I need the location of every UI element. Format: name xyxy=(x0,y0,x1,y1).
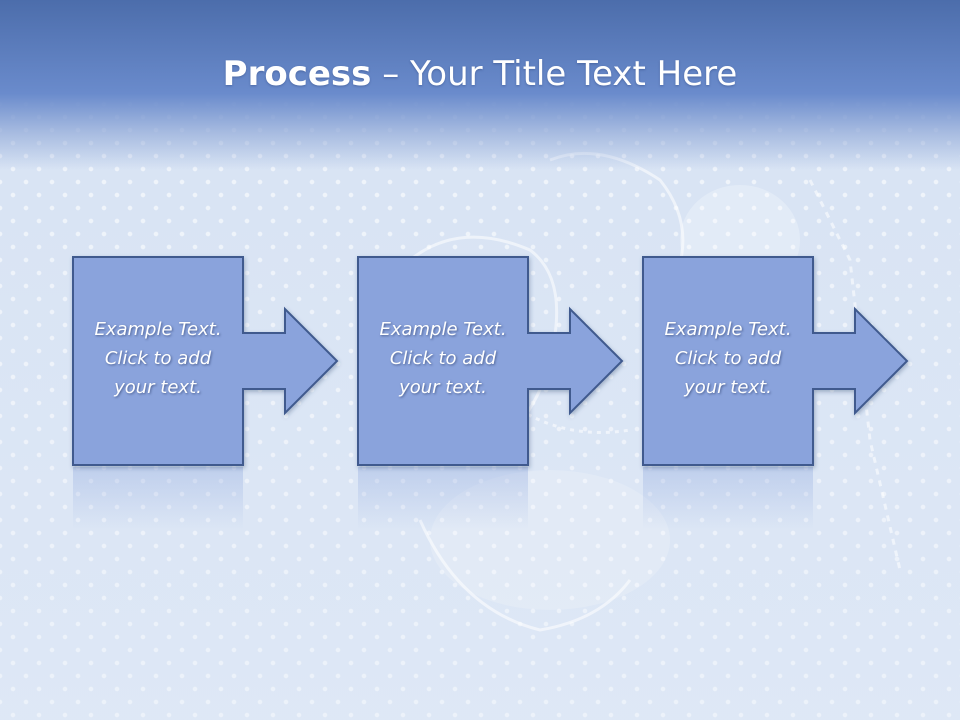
title-dash: – xyxy=(371,54,411,94)
step-reflections xyxy=(73,467,813,530)
step-2-text[interactable]: Example Text. Click to add your text. xyxy=(379,318,507,398)
title-rest: Your Title Text Here xyxy=(410,54,738,94)
step-1-shape[interactable] xyxy=(72,256,339,466)
step-1-text[interactable]: Example Text. Click to add your text. xyxy=(94,318,222,398)
title-bar xyxy=(0,0,960,170)
step-3-shape[interactable] xyxy=(642,256,909,466)
title-bold: Process xyxy=(222,54,372,94)
step-3-text[interactable]: Example Text. Click to add your text. xyxy=(664,318,792,398)
slide-title[interactable]: Process – Your Title Text Here xyxy=(0,52,960,96)
step-2-shape[interactable] xyxy=(357,256,624,466)
